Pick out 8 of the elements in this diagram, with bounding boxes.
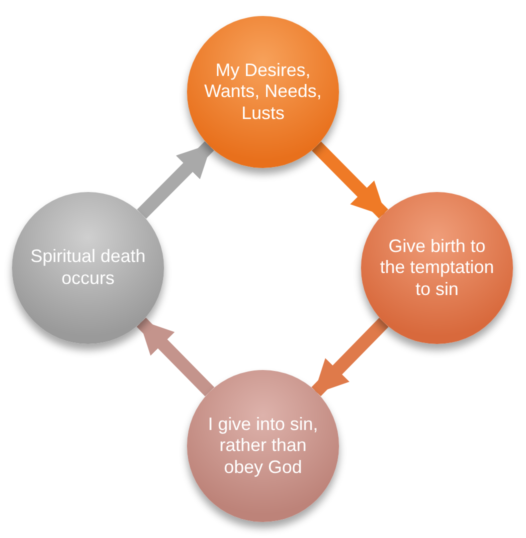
arrow xyxy=(311,318,389,396)
arrow xyxy=(312,141,388,219)
arrow xyxy=(136,141,214,219)
node-text: I give into sin, rather than obey God xyxy=(206,414,320,478)
node-text: Spiritual death occurs xyxy=(29,246,147,290)
node-text: Give birth to the temptation to sin xyxy=(378,236,496,300)
arrow xyxy=(136,318,214,396)
node-text: My Desires, Wants, Needs, Lusts xyxy=(203,60,323,124)
